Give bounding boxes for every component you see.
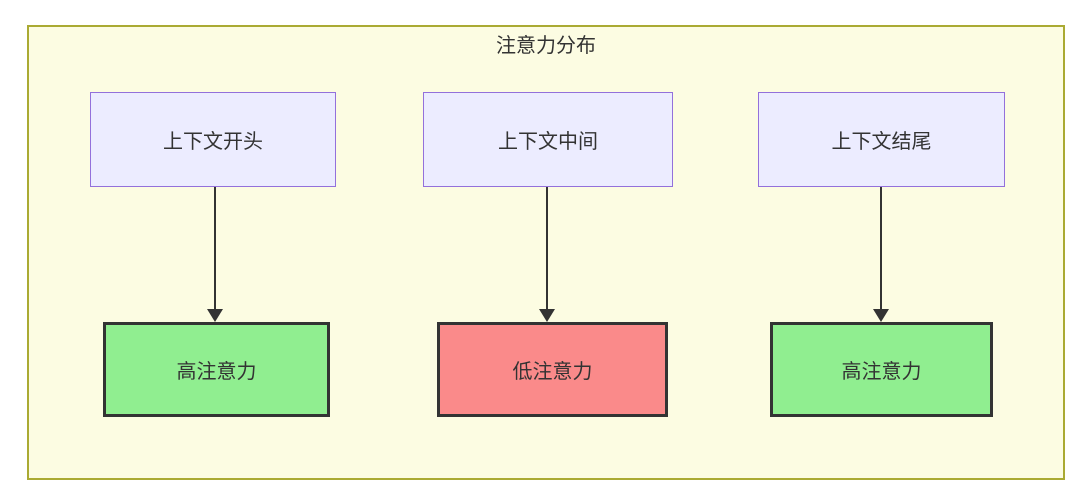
node-high-attention-1: 高注意力 [103,322,330,417]
arrowhead-icon [207,309,223,322]
node-context-end: 上下文结尾 [758,92,1005,187]
node-context-start-label: 上下文开头 [163,131,263,153]
arrow-middle-to-low-line [546,187,548,310]
node-high-attention-2-label: 高注意力 [841,361,922,383]
node-high-attention-1-label: 高注意力 [176,361,257,383]
arrowhead-icon [873,309,889,322]
node-context-end-label: 上下文结尾 [831,131,932,153]
arrow-start-to-high-line [214,187,216,310]
arrowhead-icon [539,309,555,322]
node-low-attention: 低注意力 [437,322,668,417]
diagram-title: 注意力分布 [496,35,596,57]
node-high-attention-2: 高注意力 [770,322,993,417]
node-low-attention-label: 低注意力 [512,361,593,383]
node-context-middle: 上下文中间 [423,92,673,187]
node-context-middle-label: 上下文中间 [498,131,598,153]
arrow-end-to-high-line [880,187,882,310]
node-context-start: 上下文开头 [90,92,336,187]
